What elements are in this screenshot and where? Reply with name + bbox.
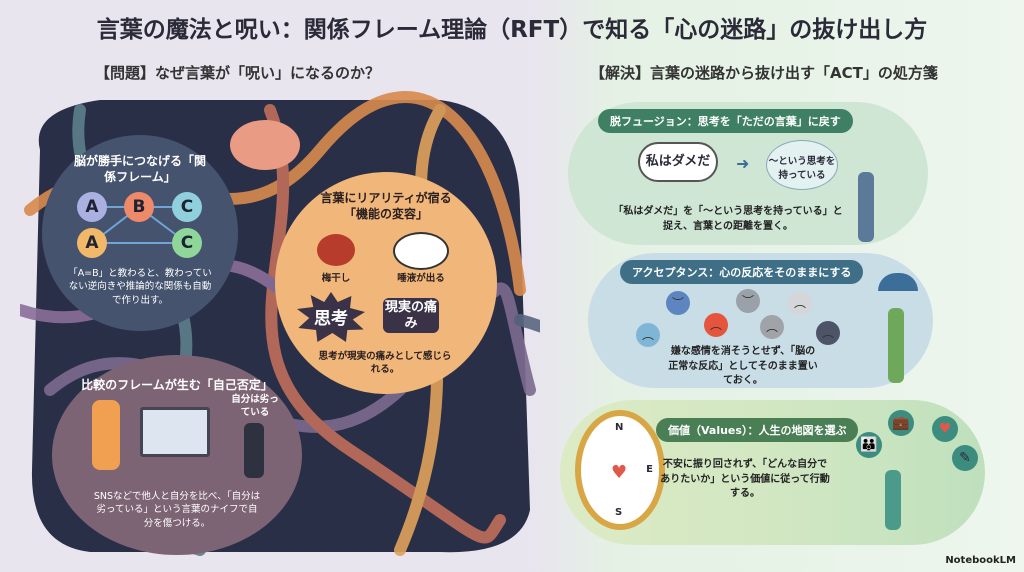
worried-face-icon: ︵ [788,291,812,315]
reframe-bubble: 〜という思考を持っている [766,140,838,190]
node-c: C [172,228,202,258]
brain-icon [230,120,300,170]
function-transformation-circle: 言葉にリアリティが宿る「機能の変容」 梅干し 唾液が出る 思考 現実の痛み 思考… [275,172,497,394]
briefcase-icon: 💼 [888,410,914,436]
crying-face-icon: ︵ [760,315,784,339]
negative-thought-cloud: 私はダメだ [638,142,718,182]
angry-red-face-icon: ︵ [704,313,728,337]
confident-person-icon [92,400,120,470]
defusion-panel: 脱フュージョン：思考を「ただの言葉」に戻す 私はダメだ ➜ 〜という思考を持って… [568,102,928,245]
distressed-face-icon: ︵ [816,321,840,345]
arrow-right-icon: ➜ [736,154,750,173]
person-icon [858,172,874,242]
angry-face-icon: ︶ [736,289,760,313]
defusion-label: 脱フュージョン：思考を「ただの言葉」に戻す [598,109,853,133]
heart-icon: ♥ [611,462,628,483]
relational-frame-circle: 脳が勝手につなげる「関係フレーム」 A B C A C 「A=B」と教わると、教… [42,135,238,331]
acceptance-panel: アクセプタンス：心の反応をそのままにする ︶ ︶ ︵ ︵ ︵ ︵ ︵ 嫌な感情を… [588,253,933,388]
walking-person-icon [885,470,901,530]
heart-icon: ♥ [932,416,958,442]
node-a: A [77,192,107,222]
comparison-circle: 比較のフレームが生む「自己否定」 自分は劣っている SNSなどで他人と自分を比べ… [52,355,302,555]
family-icon: 👪 [856,432,882,458]
umeboshi-icon [317,234,355,266]
values-label: 価値（Values）：人生の地図を選ぶ [656,418,859,442]
pencil-icon: ✎ [952,445,978,471]
person-with-umbrella-icon [888,308,904,383]
problem-subtitle: 【問題】なぜ言葉が「呪い」になるのか？ [95,64,381,82]
node-b: B [124,192,154,222]
saliva-thought-bubble [393,232,449,270]
sad-face-icon: ︶ [666,291,690,315]
node-c: C [172,192,202,222]
dejected-person-icon [244,423,264,478]
values-panel: N E S ♥ 価値（Values）：人生の地図を選ぶ 不安に振り回されず、「ど… [560,400,985,545]
solution-subtitle: 【解決】言葉の迷路から抜け出す「ACT」の処方箋 [590,64,938,82]
notebooklm-brand: NotebookLM [945,555,1016,566]
page-title: 言葉の魔法と呪い：関係フレーム理論（RFT）で知る「心の迷路」の抜け出し方 [96,17,928,43]
umbrella-icon [878,273,918,291]
anxious-face-icon: ︵ [636,323,660,347]
acceptance-label: アクセプタンス：心の反応をそのままにする [620,260,864,284]
node-a: A [77,228,107,258]
compass-icon: N E S ♥ [575,410,665,530]
sns-monitor-icon [140,407,210,457]
